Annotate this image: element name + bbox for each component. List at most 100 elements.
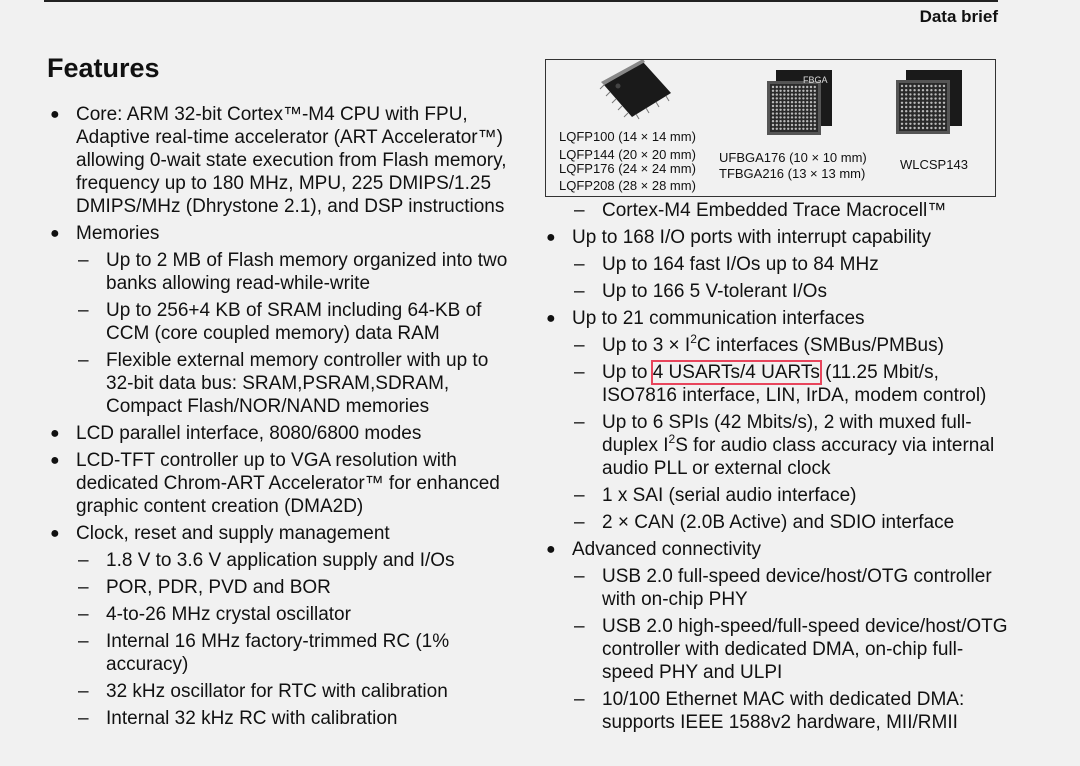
ball-pad [930,89,933,92]
ball-pad [813,120,816,123]
ball-pad [905,84,908,88]
ball-pad [806,112,809,115]
ball-pad [930,126,933,130]
list-subitem: –10/100 Ethernet MAC with dedicated DMA:… [574,689,965,733]
ball-pad [909,126,912,130]
ball-pad [917,126,920,130]
ball-pad [802,101,805,104]
list-subitem: –32 kHz oscillator for RTC with calibrat… [78,681,448,702]
ball-pad [905,93,908,96]
ball-pad [938,93,941,96]
ball-pad [930,110,933,113]
ball-pad [921,89,925,92]
ball-pad [813,85,816,89]
ball-pad [813,127,816,130]
ball-pad [926,122,929,125]
fbga-text: FBGA [803,75,828,85]
ball-pad [942,110,946,113]
ball-pad [938,122,941,125]
ball-pad [917,105,920,109]
ball-pad [802,120,805,123]
features-left-column: ●Core: ARM 32-bit Cortex™-M4 CPU with FP… [44,103,514,734]
ball-pad [794,89,797,92]
list-subitem: –Up to 256+4 KB of SRAM including 64-KB … [78,300,482,344]
ball-pad [806,108,809,111]
lqfp-176-label: LQFP176 (24 × 24 mm) [559,161,696,176]
ball-pad [775,116,778,119]
ball-pad [794,97,797,100]
ball-pad [913,110,916,113]
ball-pad [809,89,813,92]
ball-pad [779,104,782,108]
ball-pad [905,122,908,125]
ball-pad [787,89,790,92]
ball-pad [787,127,790,130]
ball-pad [809,101,813,104]
ball-pad [909,122,912,125]
ball-pad [926,105,929,109]
ball-pad [790,116,794,119]
ball-pad [806,85,809,89]
ball-pad [771,120,775,123]
ball-pad [798,127,801,130]
ball-pad [798,116,801,119]
ball-pad [806,104,809,108]
ball-pad [783,120,786,123]
ball-pad [909,97,912,100]
ball-pad [942,84,946,88]
ball-pad [790,112,794,115]
ball-pad [938,114,941,117]
ball-pad [942,114,946,117]
ball-pad [813,112,816,115]
ball-pad [779,112,782,115]
ball-pad [942,105,946,109]
ball-pad [926,126,929,130]
ball-pad [930,84,933,88]
list-item: ●Clock, reset and supply management [50,523,390,544]
ball-pad [926,93,929,96]
ball-pad [909,118,912,121]
ball-pad [921,118,925,121]
ball-pad [909,93,912,96]
ball-pad [917,89,920,92]
ball-pad [921,84,925,88]
list-subitem: –Up to 164 fast I/Os up to 84 MHz [574,254,879,275]
ball-pad [771,85,775,89]
ball-pad [798,101,801,104]
ball-pad [917,110,920,113]
ball-pad [900,126,904,130]
ball-pad [938,89,941,92]
header-rule [44,0,998,2]
ball-pad [802,93,805,96]
features-right-column: –Cortex-M4 Embedded Trace Macrocell™ ●Up… [540,199,1010,738]
ball-pad [790,108,794,111]
list-subitem: –Up to 4 USARTs/4 UARTs (11.25 Mbit/s, I… [574,360,987,406]
ball-pad [787,93,790,96]
ball-pad [905,97,908,100]
ball-pad [921,93,925,96]
ball-pad [806,101,809,104]
ball-pad [934,89,937,92]
ball-pad [926,84,929,88]
ball-pad [794,120,797,123]
ball-pad [771,112,775,115]
list-item: ●Advanced connectivity [546,539,762,560]
ball-pad [779,97,782,100]
ball-pad [930,122,933,125]
ball-pad [934,105,937,109]
list-subitem: –2 × CAN (2.0B Active) and SDIO interfac… [574,512,955,533]
ball-pad [806,127,809,130]
ball-pad [771,116,775,119]
ball-pad [905,126,908,130]
ball-pad [900,93,904,96]
ball-pad [775,112,778,115]
ball-pad [917,84,920,88]
ball-pad [900,114,904,117]
ball-pad [809,108,813,111]
ball-pad [794,104,797,108]
ball-pad [813,104,816,108]
ball-pad [798,112,801,115]
ball-pad [775,108,778,111]
ball-pad [775,127,778,130]
ball-pad [771,123,775,127]
